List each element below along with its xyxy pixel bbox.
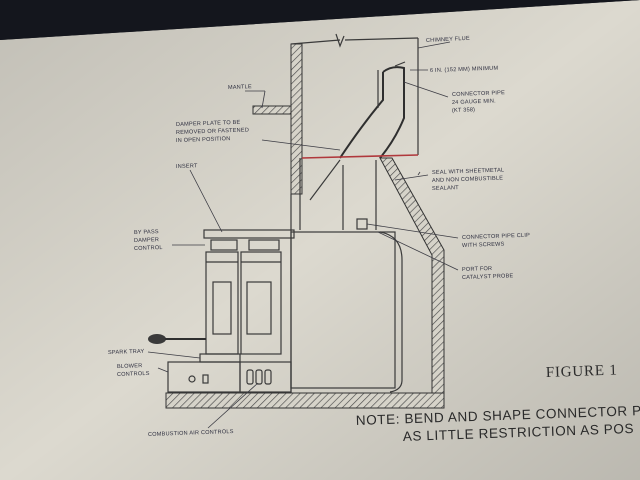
connector-pipe-label-3: (KT 358) [452,107,475,114]
mantle-label: MANTLE [228,84,252,91]
clip-label-1: CONNECTOR PIPE CLIP [462,233,530,241]
chimney [290,33,419,195]
damper-label-2: REMOVED OR FASTENED [176,127,249,136]
damper-label-3: IN OPEN POSITION [176,136,231,144]
seal-line [301,154,419,159]
seal-label-1: SEAL WITH SHEETMETAL [432,167,505,176]
blower-label-1: BLOWER [117,363,143,370]
bypass-label-3: CONTROL [134,245,163,252]
leader-lines [147,41,459,429]
connector-pipe [309,61,406,201]
insert-label: INSERT [176,163,198,170]
damper-label-1: DAMPER PLATE TO BE [176,120,241,128]
chimney-flue-label: CHIMNEY FLUE [426,36,470,44]
seal-label-3: SEALANT [432,185,459,192]
combustion-air-label: COMBUSTION AIR CONTROLS [148,429,234,438]
mantle [252,105,292,115]
figure-caption: FIGURE 1 [546,363,618,381]
port-label-1: PORT FOR [462,266,493,273]
blower-label-2: CONTROLS [117,371,150,378]
port-label-2: CATALYST PROBE [462,273,514,281]
minimum-label: 6 IN. (152 MM) MINIMUM [430,66,499,74]
handle [148,334,206,344]
bypass-label-1: BY PASS [134,229,159,236]
seal-label-2: AND NON COMBUSTIBLE [432,176,503,184]
background-corner [0,0,640,40]
connector-pipe-label-1: CONNECTOR PIPE [452,90,505,98]
connector-pipe-label-2: 24 GAUGE MIN. [452,98,496,106]
hearth-floor [165,392,445,409]
insert-body [167,218,403,393]
bypass-label-2: DAMPER [134,237,159,244]
clip-label-2: WITH SCREWS [462,242,505,249]
spark-tray-label: SPARK TRAY [108,349,145,356]
